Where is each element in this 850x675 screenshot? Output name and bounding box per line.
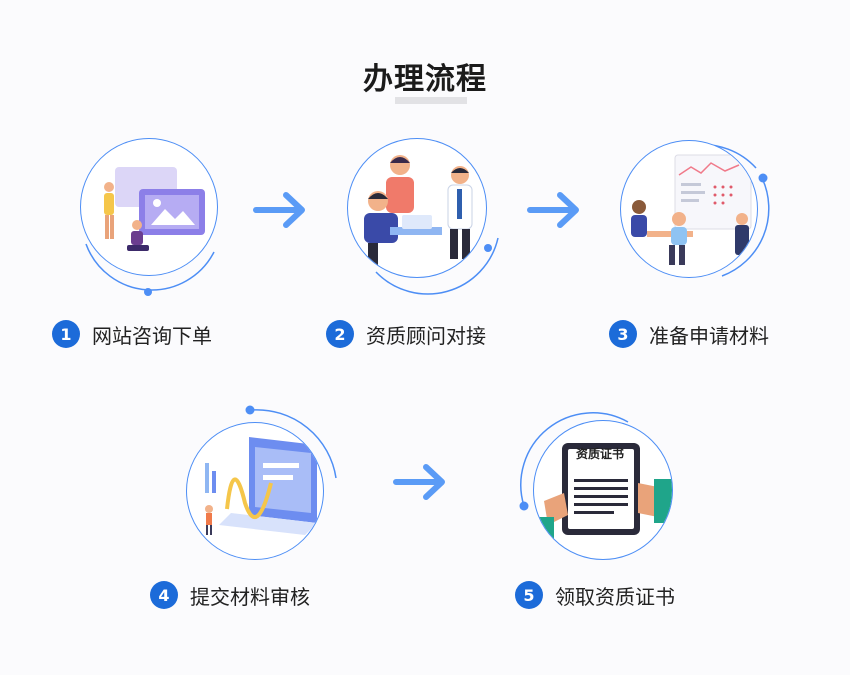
step-3-caption: 3 准备申请材料 <box>609 318 769 350</box>
step-3-number-badge: 3 <box>609 320 637 348</box>
step-2-ring <box>375 237 499 295</box>
certificate-title: 资质证书 <box>575 447 624 461</box>
step-5-circle: 资质证书 <box>533 420 673 560</box>
submit-review-illustration <box>205 437 317 535</box>
title-underline <box>395 97 467 104</box>
step-5-ring <box>519 412 629 511</box>
step-5-number-badge: 5 <box>515 581 543 609</box>
step-3-label: 准备申请材料 <box>649 323 769 348</box>
web-consult-illustration <box>104 167 205 251</box>
step-1-caption: 1 网站咨询下单 <box>52 318 212 350</box>
prepare-materials-illustration <box>631 154 752 265</box>
step-2-caption: 2 资质顾问对接 <box>326 318 486 350</box>
step-4-ring <box>245 405 337 479</box>
step-4-caption: 4 提交材料审核 <box>150 579 310 611</box>
step-5-caption: 5 领取资质证书 <box>515 579 675 611</box>
step-1-circle <box>80 138 218 276</box>
step-4-label: 提交材料审核 <box>190 584 310 609</box>
advisor-meeting-illustration <box>364 155 473 269</box>
step-4-circle <box>186 422 324 560</box>
step-1-ring <box>85 243 215 296</box>
arrow-2-to-3 <box>527 192 579 228</box>
step-1-label: 网站咨询下单 <box>92 323 212 348</box>
step-1-number-badge: 1 <box>52 320 80 348</box>
step-2-label: 资质顾问对接 <box>366 323 486 348</box>
page-title: 办理流程 <box>363 62 487 97</box>
step-2-circle <box>347 138 487 278</box>
step-5-label: 领取资质证书 <box>555 584 675 609</box>
step-2-number-badge: 2 <box>326 320 354 348</box>
receive-certificate-illustration <box>536 443 672 547</box>
step-4-number-badge: 4 <box>150 581 178 609</box>
arrow-1-to-2 <box>253 192 305 228</box>
arrow-4-to-5 <box>393 464 445 500</box>
step-3-circle <box>620 140 758 278</box>
